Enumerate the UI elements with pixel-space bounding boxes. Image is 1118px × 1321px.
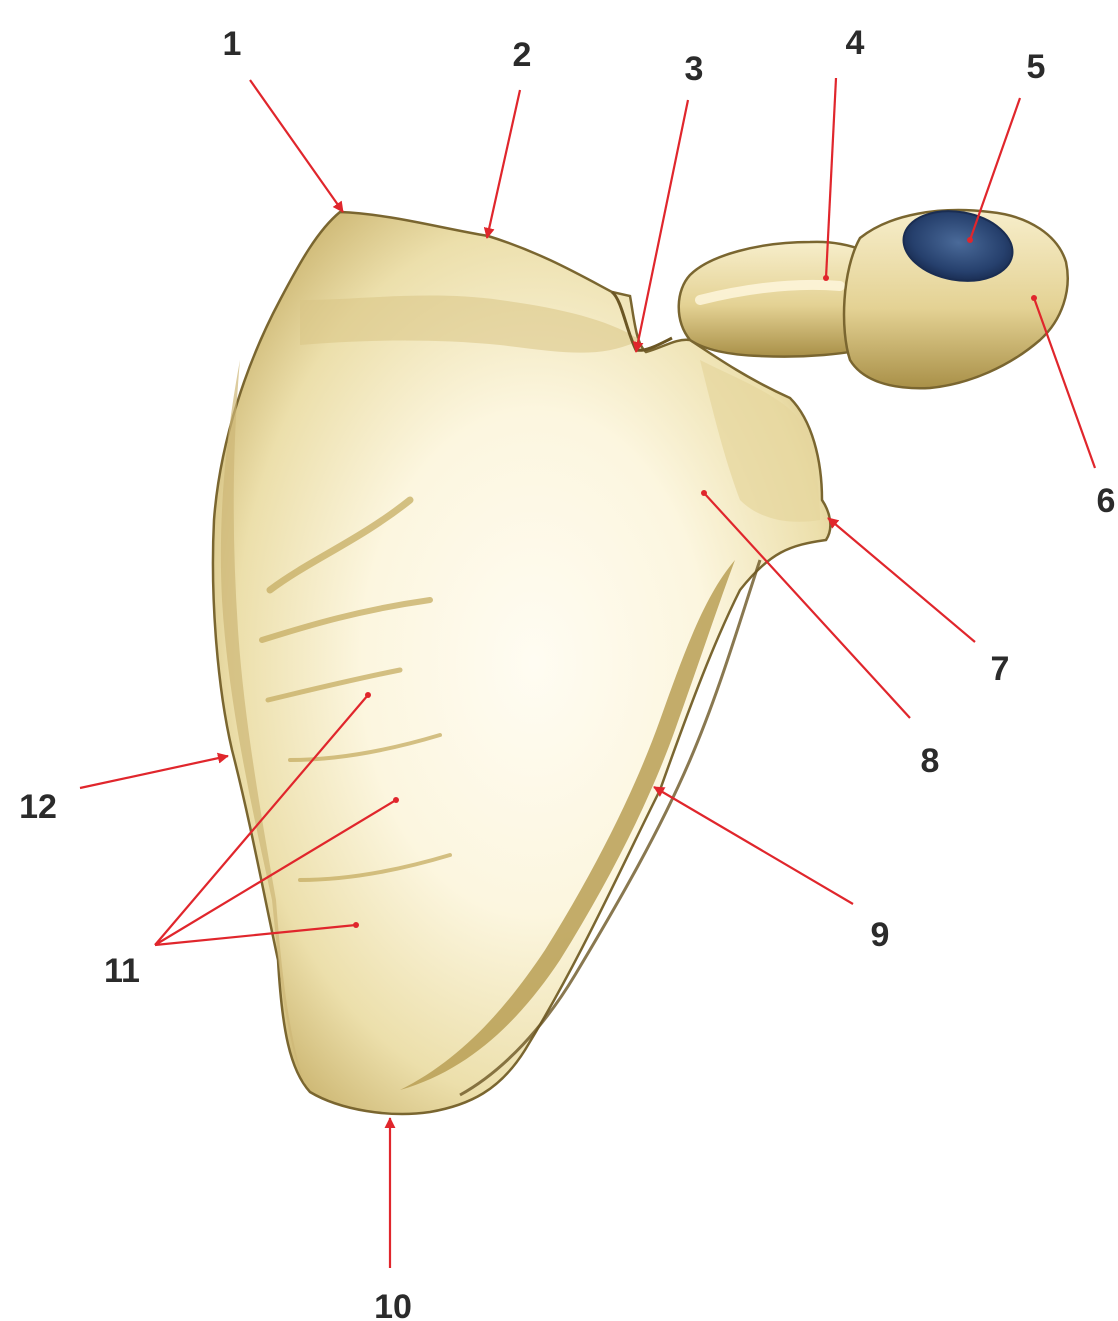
label-8: 8 <box>921 742 940 780</box>
label-1: 1 <box>223 25 242 63</box>
scapula-illustration <box>213 203 1068 1114</box>
label-11: 11 <box>104 952 140 990</box>
label-7: 7 <box>991 650 1010 688</box>
label-2: 2 <box>513 36 532 74</box>
leader-line-6 <box>1034 298 1095 468</box>
label-3: 3 <box>685 50 704 88</box>
leader-line-9 <box>654 787 853 904</box>
label-10: 10 <box>374 1288 412 1321</box>
label-12: 12 <box>19 788 57 826</box>
label-6: 6 <box>1097 482 1116 520</box>
label-5: 5 <box>1027 48 1046 86</box>
leader-line-12 <box>80 756 228 788</box>
leader-line-7 <box>828 518 975 642</box>
leader-line-2 <box>487 90 520 238</box>
label-9: 9 <box>871 916 890 954</box>
label-4: 4 <box>846 24 865 62</box>
leader-line-1 <box>250 80 343 212</box>
